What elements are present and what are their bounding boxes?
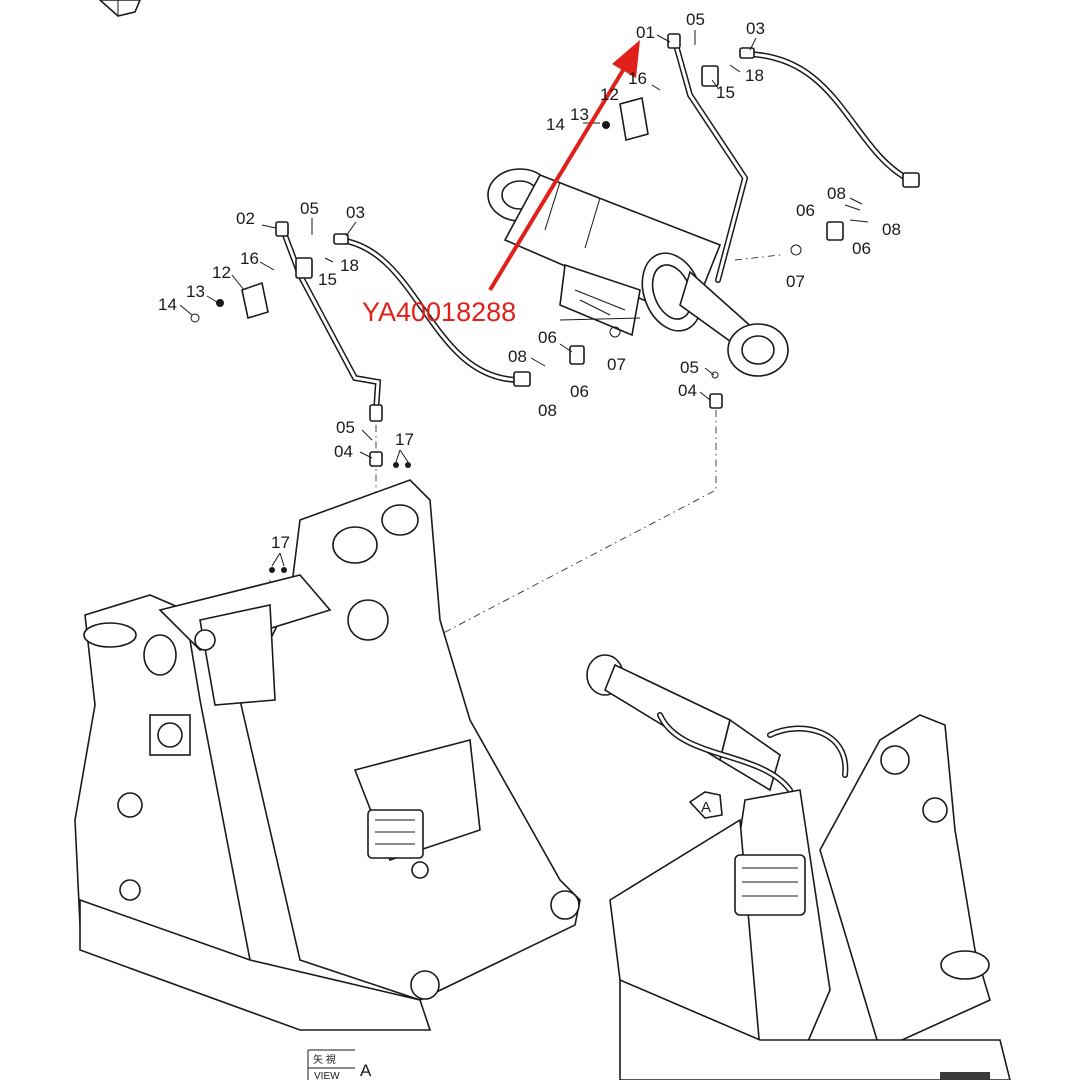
label-03: 03 (346, 203, 365, 222)
view-tag-letter: A (360, 1061, 372, 1080)
upper-pipe-assembly (602, 33, 920, 283)
view-marker-letter: A (701, 799, 711, 816)
label-05: 05 (686, 10, 705, 29)
label-12: 12 (600, 85, 619, 104)
label-08: 08 (882, 220, 901, 239)
part-labels: 01 05 03 18 16 15 13 14 12 08 06 08 06 0… (158, 10, 901, 552)
view-arrow-icon (688, 791, 723, 819)
label-06: 06 (796, 201, 815, 220)
view-tag: 矢 視 VIEW A (307, 1049, 372, 1082)
label-18: 18 (340, 256, 359, 275)
label-02: 02 (236, 209, 255, 228)
label-16: 16 (240, 249, 259, 268)
label-18: 18 (745, 66, 764, 85)
label-05: 05 (680, 358, 699, 377)
label-13: 13 (570, 105, 589, 124)
view-a-detail (586, 654, 1012, 1081)
label-05: 05 (336, 418, 355, 437)
label-08: 08 (827, 184, 846, 203)
label-16: 16 (628, 69, 647, 88)
red-callout: YA40018288 (362, 40, 640, 327)
view-tag-english: VIEW (314, 1071, 340, 1080)
hydraulic-cylinder (487, 168, 789, 377)
view-tag-chinese: 矢 視 (313, 1053, 336, 1066)
part-number-callout: YA40018288 (362, 297, 516, 327)
label-06: 06 (538, 328, 557, 347)
label-14: 14 (546, 115, 565, 134)
label-15: 15 (716, 83, 735, 102)
corner-fragment (940, 1072, 990, 1080)
label-04: 04 (334, 442, 353, 461)
label-05: 05 (300, 199, 319, 218)
label-12: 12 (212, 263, 231, 282)
left-pipe-assembly (190, 221, 723, 422)
label-08: 08 (508, 347, 527, 366)
label-15: 15 (318, 270, 337, 289)
leader-lines (179, 30, 863, 567)
red-arrow-head-icon (612, 40, 640, 78)
loader-front-frame (74, 451, 581, 1031)
label-07: 07 (786, 272, 805, 291)
label-17: 17 (395, 430, 414, 449)
label-13: 13 (186, 282, 205, 301)
label-04: 04 (678, 381, 697, 400)
label-17: 17 (271, 533, 290, 552)
label-08: 08 (538, 401, 557, 420)
corner-cube-fragment (98, 0, 141, 17)
label-01: 01 (636, 23, 655, 42)
label-06: 06 (570, 382, 589, 401)
label-14: 14 (158, 295, 177, 314)
label-06: 06 (852, 239, 871, 258)
label-07: 07 (607, 355, 626, 374)
label-03: 03 (746, 19, 765, 38)
